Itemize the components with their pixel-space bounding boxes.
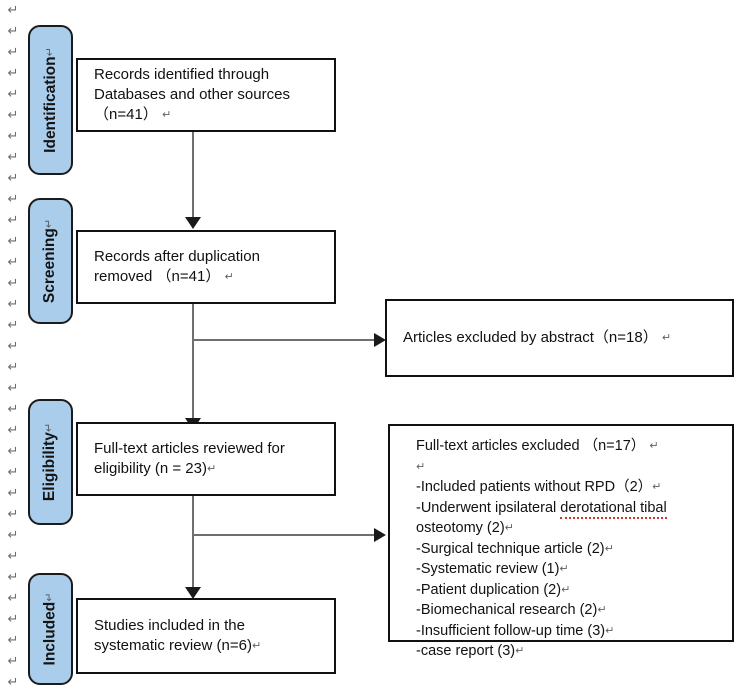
margin-return-marks: ↵ ↵ ↵ ↵ ↵ ↵ ↵ ↵ ↵ ↵ ↵ ↵ ↵ ↵ ↵ ↵ ↵ ↵ ↵ ↵ ↵ ↵ ↵ ↵ ↵ ↵ ↵ ↵ ↵ ↵ ↵ ↵ ↵ [0,0,26,696]
fulltext-excluded-items: -Included patients without RPD（2）↵-Under… [390,477,732,662]
return-mark: ↵ [7,3,19,18]
return-mark: ↵ [7,171,19,186]
exclusion-list-item: -Insufficient follow-up time (3)↵ [390,621,732,642]
return-mark: ↵ [7,423,19,438]
arrowhead-excluded-fulltext [374,528,386,542]
fulltext-reviewed-line-2: eligibility (n = 23)↵ [94,460,217,477]
exclusion-item-text: -Surgical technique article (2) [416,540,605,557]
return-mark: ↵ [7,108,19,123]
box-fulltext-excluded-list: Full-text articles excluded （n=17） ↵ ↵ -… [388,424,734,659]
return-mark: ↵ [7,45,19,60]
return-mark: ↵ [7,192,19,207]
records-identified-line-3: （n=41） ↵ [94,106,172,123]
records-after-duplication-line-2: removed （n=41） ↵ [94,268,234,285]
connector-eligibility-to-excluded-fulltext [193,534,375,536]
connector-eligibility-to-included [192,496,194,596]
return-mark: ↵ [597,603,607,616]
exclusion-list-item: -Patient duplication (2)↵ [390,580,732,601]
return-mark: ↵ [7,234,19,249]
return-mark: ↵ [559,562,569,575]
box-studies-included: Studies included in the systematic revie… [76,598,336,674]
records-after-duplication-line-1: Records after duplication [94,248,260,265]
stage-bar-eligibility: Eligibility↵ [28,399,73,525]
exclusion-item-text: -Biomechanical research (2) [416,602,598,618]
exclusion-item-text: -Patient duplication (2) [416,581,562,598]
return-mark: ↵ [561,582,571,596]
stage-bar-identification: Identification↵ [28,25,73,175]
exclusion-item-text: -case report (3) [416,643,516,659]
stage-label-eligibility: Eligibility↵ [41,422,59,502]
exclusion-list-item: -Included patients without RPD（2）↵ [390,477,732,498]
return-mark: ↵ [7,339,19,354]
exclusion-item-text: -Included patients without RPD（2） [416,479,653,495]
return-mark: ↵ [7,87,19,102]
stage-bar-included: Included↵ [28,573,73,685]
records-identified-line-1: Records identified through [94,66,270,83]
return-mark: ↵ [7,591,19,606]
connector-screening-to-excluded-abstract [193,339,375,341]
return-mark: ↵ [7,381,19,396]
return-mark: ↵ [7,633,19,648]
return-mark: ↵ [7,570,19,585]
stage-label-included: Included↵ [41,592,59,666]
return-mark: ↵ [7,276,19,291]
return-mark: ↵ [7,465,19,480]
misspelled-text: derotational tibal [560,499,667,519]
return-mark: ↵ [7,675,19,690]
return-mark: ↵ [7,150,19,165]
return-mark: ↵ [7,213,19,228]
return-mark: ↵ [7,255,19,270]
exclusion-list-item: -Systematic review (1)↵ [390,559,732,580]
return-mark: ↵ [7,402,19,417]
exclusion-item-text: -Underwent ipsilateral [416,499,561,516]
return-mark: ↵ [7,24,19,39]
exclusion-list-item: -Surgical technique article (2)↵ [390,539,732,560]
return-mark: ↵ [7,549,19,564]
studies-included-line-2: systematic review (n=6)↵ [94,637,262,654]
connector-screening-to-eligibility [192,303,194,422]
box-articles-excluded-by-abstract: Articles excluded by abstract（n=18） ↵ [385,299,734,377]
return-mark: ↵ [7,297,19,312]
return-mark: ↵ [7,360,19,375]
return-mark: ↵ [7,528,19,543]
records-identified-line-2: Databases and other sources [94,86,290,103]
return-mark: ↵ [652,480,662,493]
exclusion-item-text: osteotomy (2) [416,520,505,536]
return-mark: ↵ [605,623,615,637]
fulltext-reviewed-line-1: Full-text articles reviewed for [94,440,285,457]
fulltext-excluded-blank-line: ↵ [416,459,426,473]
exclusion-list-item: -Underwent ipsilateral derotational tiba… [390,498,732,519]
stage-bar-screening: Screening↵ [28,198,73,324]
box-fulltext-reviewed: Full-text articles reviewed for eligibil… [76,422,336,496]
exclusion-list-item: -case report (3)↵ [390,641,732,662]
return-mark: ↵ [604,541,614,555]
arrowhead-excluded-abstract [374,333,386,347]
return-mark: ↵ [504,521,514,534]
arrowhead-screening [185,217,201,229]
box-records-identified: Records identified through Databases and… [76,58,336,132]
stage-label-screening: Screening↵ [41,218,59,304]
exclusion-item-text: -Systematic review (1) [416,561,560,577]
return-mark: ↵ [7,129,19,144]
return-mark: ↵ [7,654,19,669]
articles-excluded-by-abstract-text: Articles excluded by abstract（n=18） ↵ [403,329,672,346]
studies-included-line-1: Studies included in the [94,617,245,634]
return-mark: ↵ [7,486,19,501]
box-records-after-duplication: Records after duplication removed （n=41）… [76,230,336,304]
return-mark: ↵ [7,66,19,81]
fulltext-excluded-heading: Full-text articles excluded （n=17） ↵ [416,438,659,454]
return-mark: ↵ [515,644,525,657]
stage-label-identification: Identification↵ [41,47,59,153]
return-mark: ↵ [7,318,19,333]
connector-identification-to-screening [192,131,194,221]
arrowhead-included [185,587,201,599]
exclusion-list-item: -Biomechanical research (2)↵ [390,600,732,621]
return-mark: ↵ [7,612,19,627]
return-mark: ↵ [7,507,19,522]
exclusion-item-text: -Insufficient follow-up time (3) [416,622,606,639]
return-mark: ↵ [7,444,19,459]
exclusion-list-item: osteotomy (2)↵ [390,518,732,539]
